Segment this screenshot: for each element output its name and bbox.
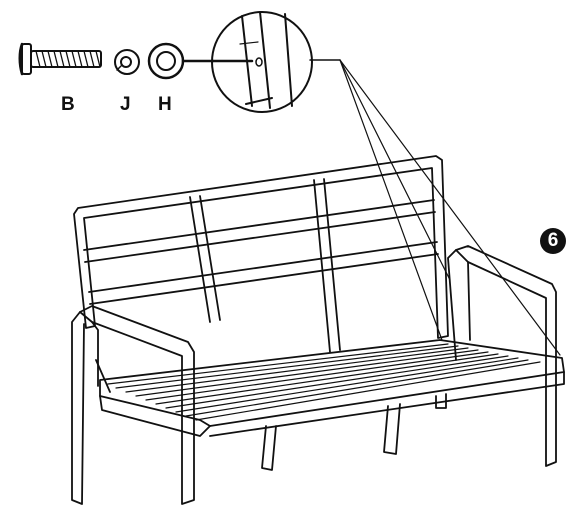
part-label-h: H [158, 94, 172, 115]
flat-washer-icon [147, 42, 215, 80]
spring-washer-icon [114, 49, 140, 75]
sofa-frame-icon [71, 155, 565, 505]
screw-icon [18, 42, 102, 76]
step-number-badge: 6 [540, 228, 566, 254]
part-label-j: J [120, 94, 131, 115]
part-label-b: B [61, 94, 75, 115]
magnifier-detail-icon [211, 11, 561, 356]
